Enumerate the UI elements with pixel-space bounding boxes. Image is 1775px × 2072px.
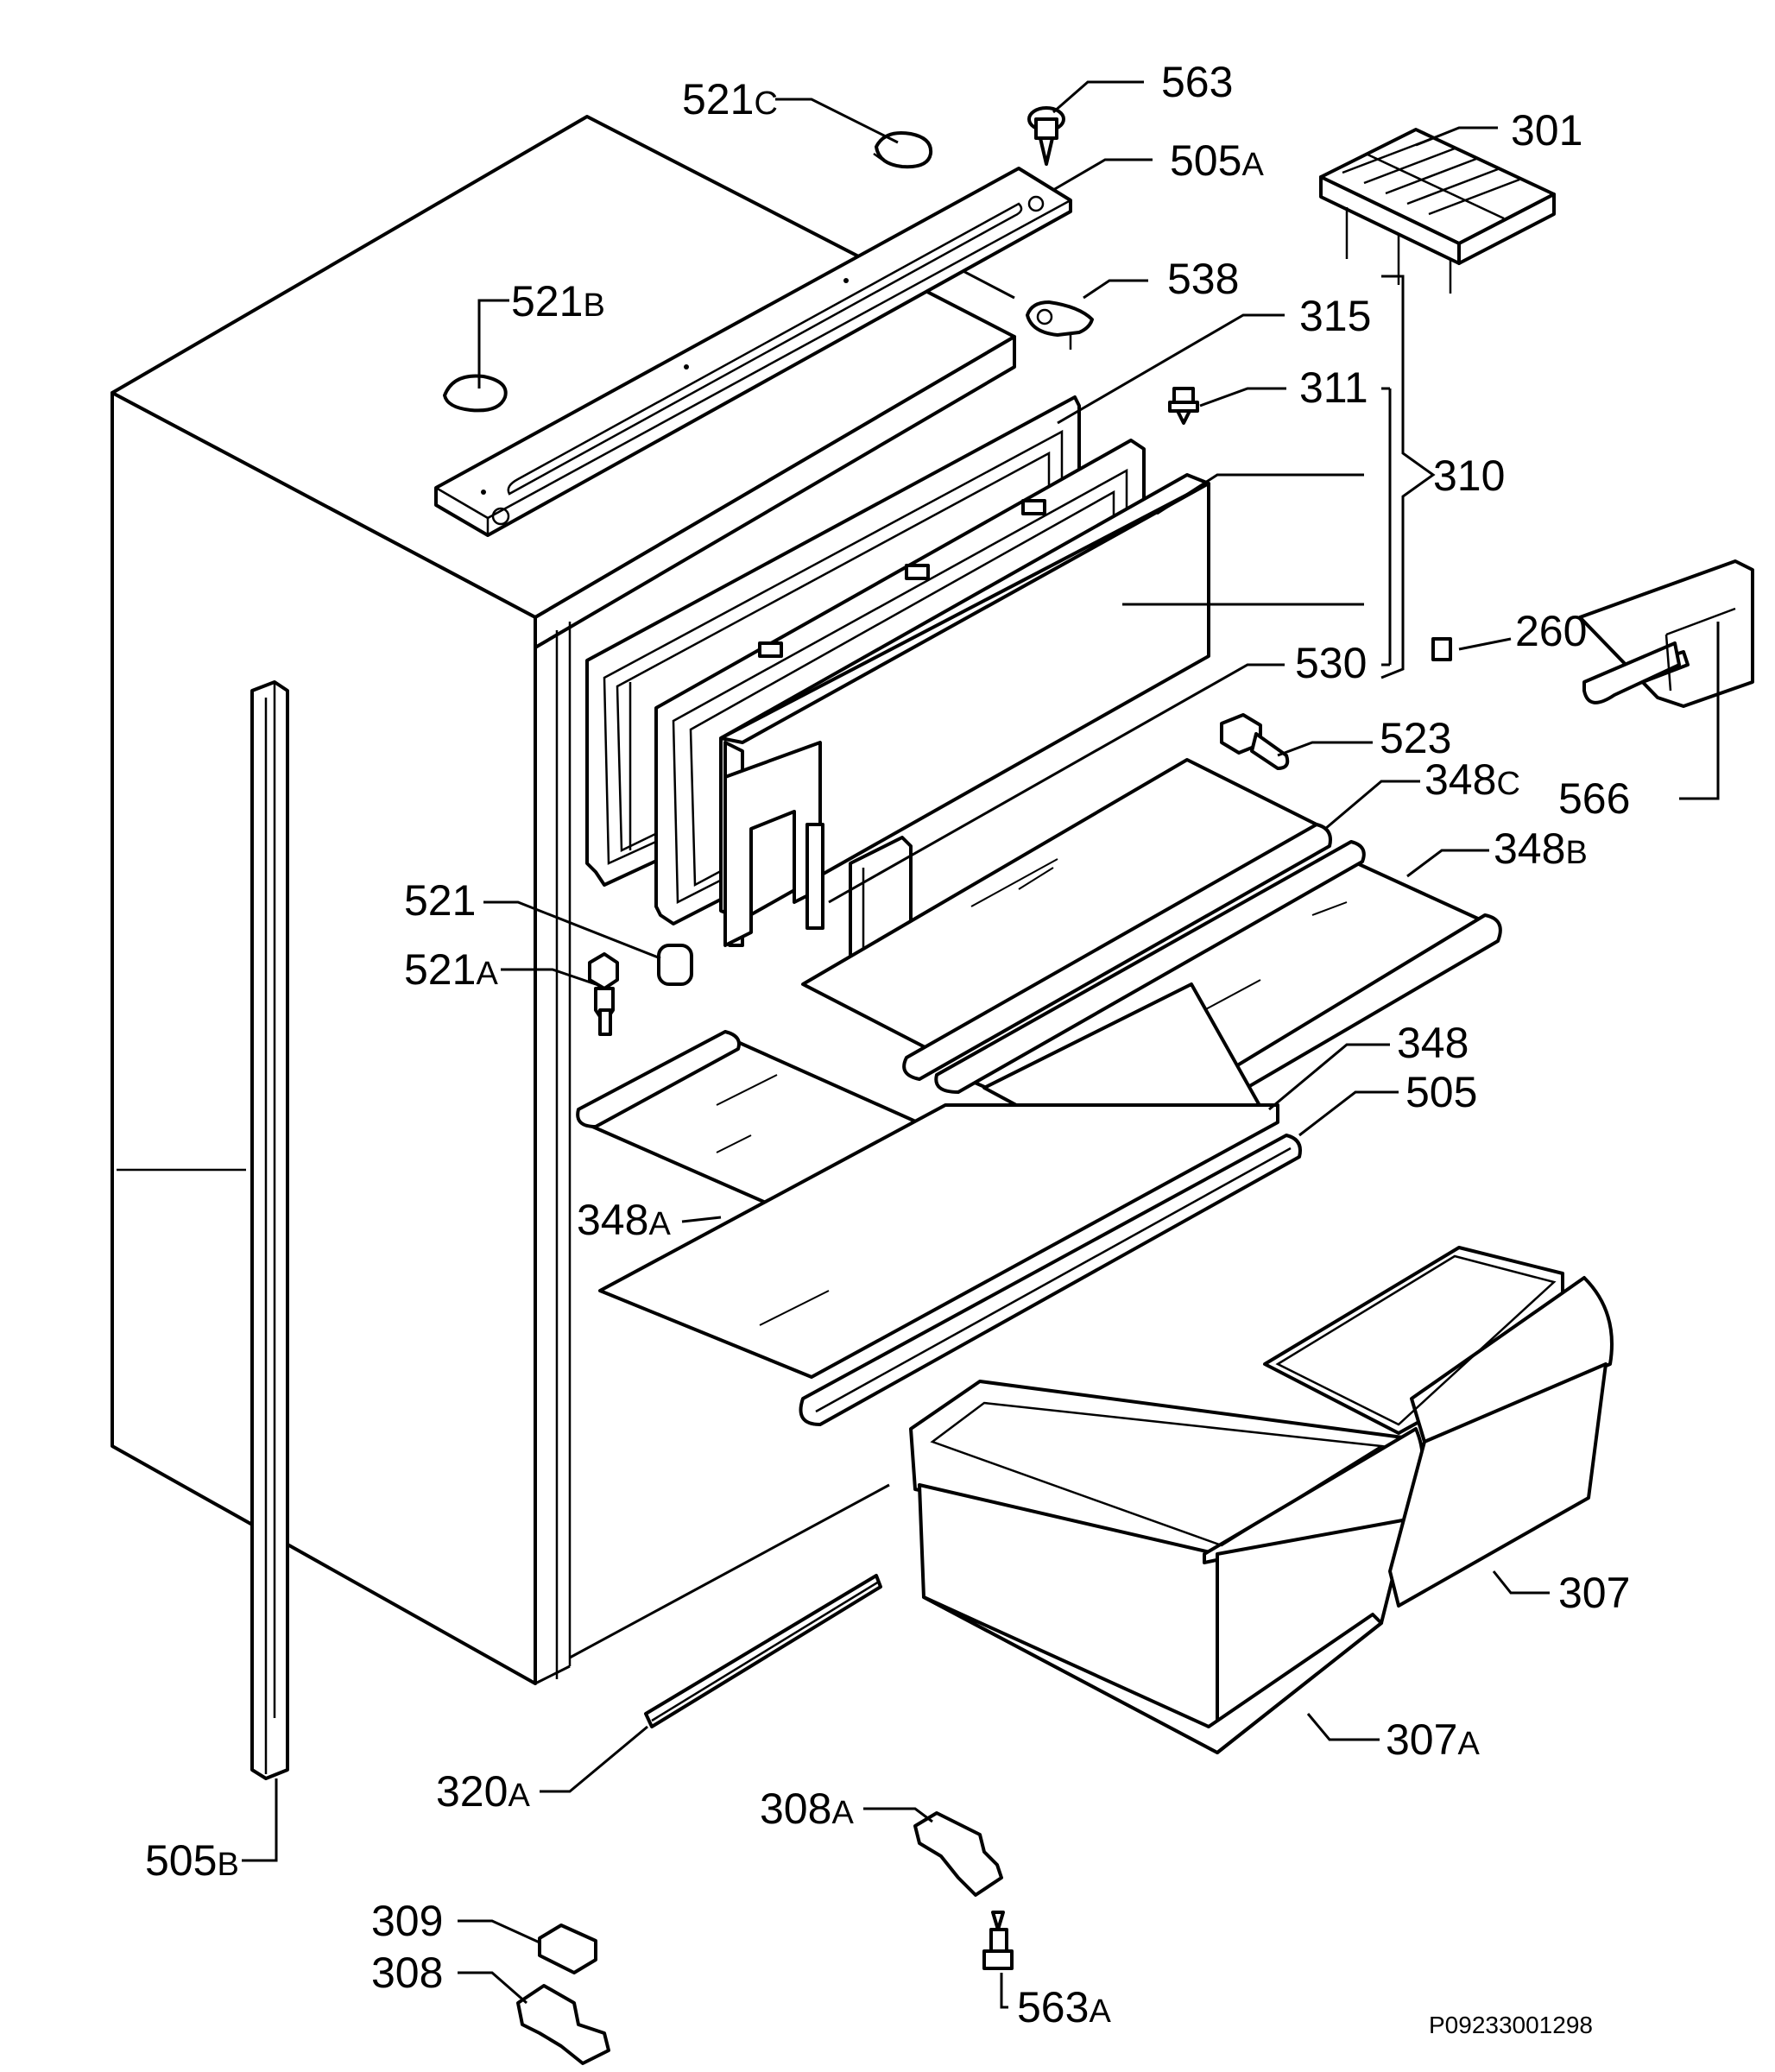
label-348b: 348B [1494, 824, 1588, 873]
label-505: 505 [1405, 1068, 1477, 1116]
screw-563 [1027, 106, 1065, 166]
label-320a: 320A [436, 1767, 530, 1816]
label-315: 315 [1299, 292, 1371, 340]
label-566: 566 [1558, 774, 1630, 823]
label-521c: 521C [682, 75, 778, 123]
scraper-566 [1578, 559, 1754, 708]
clip-260 [1431, 637, 1452, 661]
rail-505a [434, 167, 1072, 537]
drawer-307 [1263, 1246, 1614, 1608]
hinge-538 [1026, 300, 1094, 350]
cap-521b [443, 374, 508, 413]
bracket-308a [913, 1811, 1003, 1897]
clip-521a [588, 952, 619, 1036]
label-523: 523 [1380, 714, 1451, 762]
label-308: 308 [371, 1949, 443, 1997]
label-521a: 521A [404, 945, 498, 994]
block-309 [538, 1924, 597, 1974]
label-538: 538 [1167, 255, 1239, 303]
label-348a: 348A [577, 1196, 671, 1244]
shelf-348 [598, 982, 1279, 1379]
label-348: 348 [1397, 1019, 1469, 1067]
label-563a: 563A [1017, 1983, 1111, 2031]
rail-320a [644, 1574, 882, 1728]
label-505a: 505A [1170, 136, 1264, 185]
label-530: 530 [1295, 639, 1367, 687]
label-521: 521 [404, 876, 476, 925]
label-563: 563 [1161, 58, 1233, 106]
seal-505 [799, 1134, 1302, 1426]
drawer-307a [909, 1380, 1424, 1754]
part-labels: 521C 563 505A 301 521B 538 315 311 310 2… [145, 58, 1630, 2038]
label-505b: 505B [145, 1836, 239, 1885]
label-348c: 348C [1424, 755, 1520, 804]
label-301: 301 [1511, 106, 1582, 155]
door-panel-310 [719, 473, 1210, 969]
screw-563a [982, 1911, 1014, 1970]
label-308a: 308A [760, 1785, 854, 1833]
ice-tray-301 [1319, 128, 1556, 294]
leader-lines [242, 80, 1720, 2009]
bracket-523 [1220, 713, 1290, 770]
label-311: 311 [1299, 363, 1368, 412]
cabinet-body [111, 115, 1016, 1685]
label-307: 307 [1558, 1569, 1630, 1617]
label-521b: 521B [511, 277, 605, 325]
label-260: 260 [1515, 607, 1587, 655]
cap-521c [873, 131, 933, 169]
pin-311 [1168, 387, 1199, 425]
drawing-code: P09233001298 [1429, 2012, 1593, 2038]
label-307a: 307A [1386, 1715, 1480, 1764]
label-310: 310 [1433, 452, 1505, 500]
cap-521 [657, 944, 693, 986]
bracket-308 [516, 1984, 610, 2065]
label-309: 309 [371, 1897, 443, 1945]
seal-505b [250, 680, 289, 1780]
